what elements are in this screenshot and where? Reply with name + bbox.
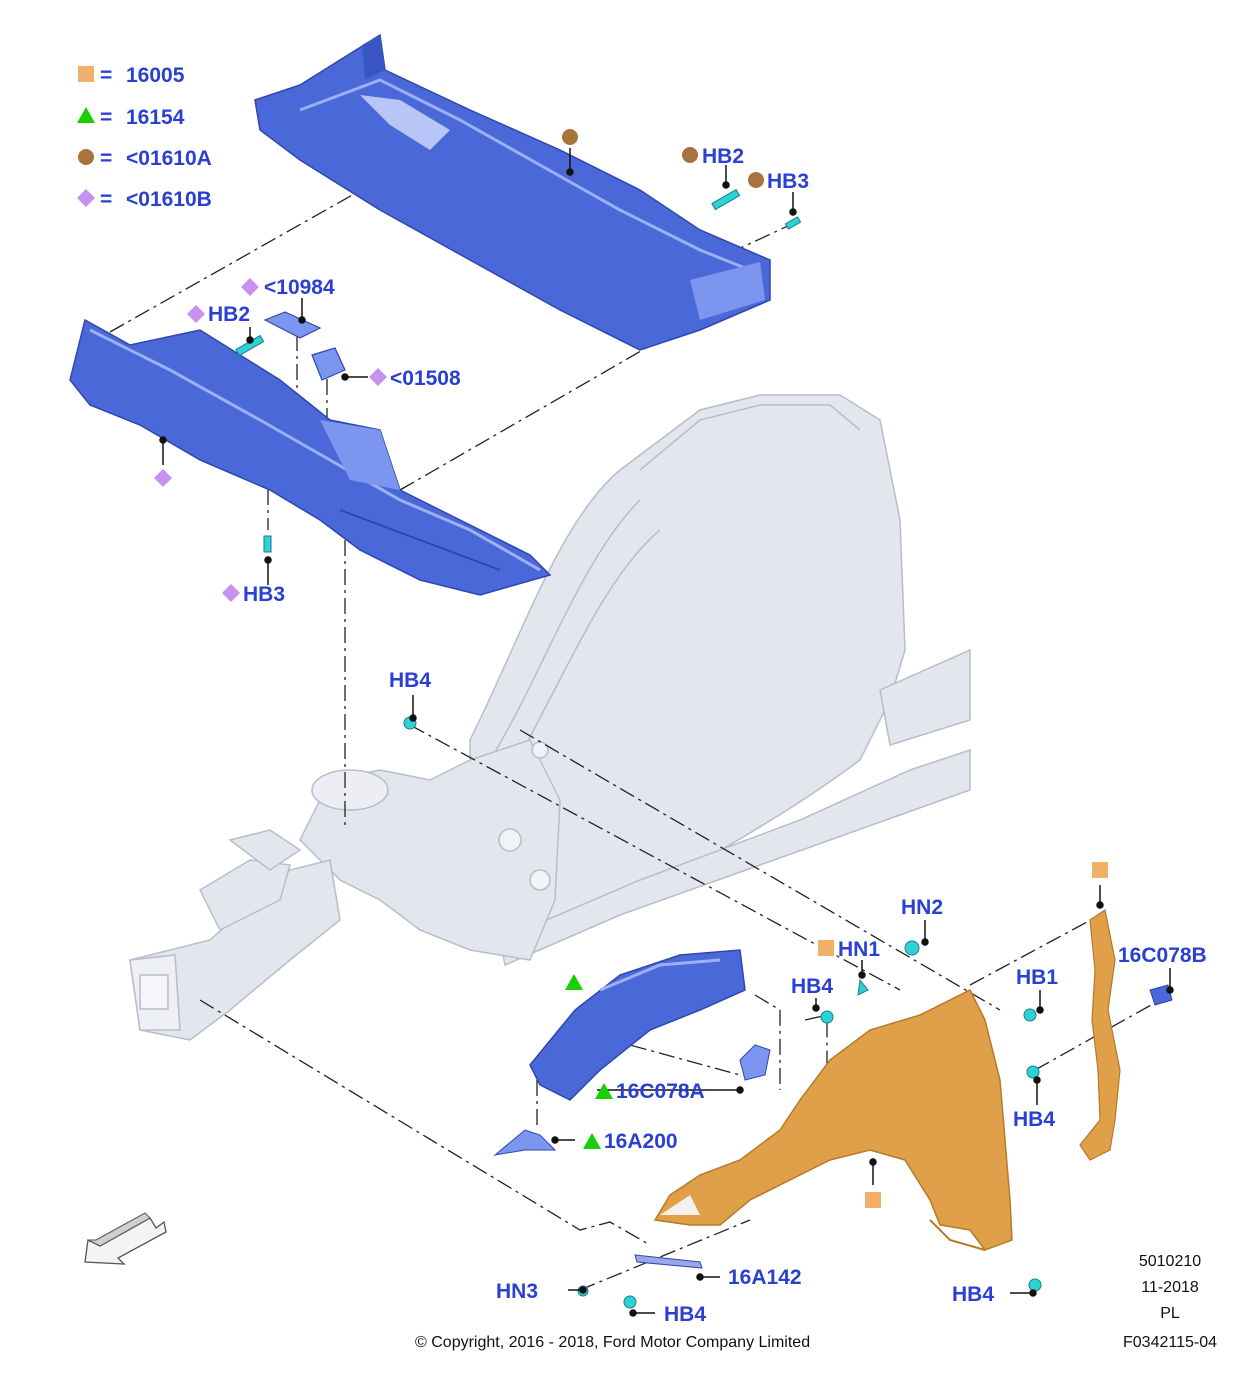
bolt-hb4-fender <box>1028 1278 1042 1292</box>
bolt-hb4-bottom <box>623 1295 637 1309</box>
bolt-hb1 <box>1023 1008 1037 1022</box>
diagram-date: 11-2018 <box>1141 1279 1199 1296</box>
legend-eq: = <box>100 106 112 129</box>
label-hn1: HN1 <box>838 938 880 961</box>
bolt-hb4-center <box>820 1010 834 1024</box>
legend-eq: = <box>100 188 112 211</box>
legend-item-01610b: <01610B <box>126 188 212 211</box>
vehicle-front-direction-arrow <box>84 1212 167 1265</box>
legend-eq: = <box>100 64 112 87</box>
legend-item-01610a: <01610A <box>126 147 212 170</box>
label-16a200: 16A200 <box>604 1130 678 1153</box>
marker-01610a <box>562 129 578 145</box>
marker-01610b <box>154 469 172 487</box>
marker-01610b <box>241 278 259 296</box>
label-hb4-bottom: HB4 <box>664 1303 706 1326</box>
bracket-16c078a <box>739 1044 771 1081</box>
label-10984: <10984 <box>264 276 335 299</box>
label-16c078b: 16C078B <box>1118 944 1207 967</box>
bolt-hb3-top <box>784 216 802 230</box>
legend-diamond-marker <box>77 189 95 207</box>
label-hb2-top: HB2 <box>702 145 744 168</box>
marker-01610b <box>369 368 387 386</box>
marker-16005 <box>818 940 834 956</box>
lower-cowl-panel <box>69 318 552 596</box>
small-brackets <box>263 311 346 381</box>
label-hn2: HN2 <box>901 896 943 919</box>
label-16c078a: 16C078A <box>616 1080 705 1103</box>
label-hn3: HN3 <box>496 1280 538 1303</box>
label-hb4-right: HB4 <box>1013 1108 1055 1131</box>
bolt-hb2-top <box>711 188 741 211</box>
body-structure <box>129 394 971 1041</box>
marker-01610b <box>187 305 205 323</box>
legend-square-marker <box>78 66 94 82</box>
label-hb4-fender: HB4 <box>952 1283 994 1306</box>
apron-reinforcement <box>493 949 771 1156</box>
fasteners <box>235 188 1042 1309</box>
legend-eq: = <box>100 147 112 170</box>
fender-bracket-16005 <box>1079 909 1121 1161</box>
nut-hn2 <box>904 940 920 956</box>
label-hb4-center: HB4 <box>791 975 833 998</box>
legend-circle-marker <box>78 149 94 165</box>
marker-16154 <box>565 974 583 990</box>
callout-pointers <box>159 148 1174 1317</box>
copyright-text: © Copyright, 2016 - 2018, Ford Motor Com… <box>415 1334 810 1351</box>
label-hb4-upper: HB4 <box>389 669 431 692</box>
bolt-hb4-right <box>1026 1065 1040 1079</box>
marker-01610b <box>222 584 240 602</box>
label-01508: <01508 <box>390 367 461 390</box>
label-hb3-mid: HB3 <box>243 583 285 606</box>
bolt-hb3-mid <box>263 535 272 553</box>
marker-01610a <box>748 172 764 188</box>
diagram-code: 5010210 <box>1139 1253 1201 1270</box>
callout-markers <box>154 129 1108 1208</box>
bracket-10984 <box>263 311 322 339</box>
legend-item-16005: 16005 <box>126 64 185 87</box>
marker-16005 <box>865 1192 881 1208</box>
legend-triangle-marker <box>77 107 95 123</box>
label-16a142: 16A142 <box>728 1266 802 1289</box>
bracket-01508 <box>311 347 346 381</box>
nut-hn1 <box>857 978 869 996</box>
label-hb1: HB1 <box>1016 966 1058 989</box>
label-hb2-mid: HB2 <box>208 303 250 326</box>
legend: = 16005 = 16154 = <01610A = <01610B <box>77 64 212 211</box>
label-hb3-top: HB3 <box>767 170 809 193</box>
bracket-16a200 <box>493 1129 557 1156</box>
marker-16154 <box>583 1133 601 1149</box>
legend-item-16154: 16154 <box>126 106 185 129</box>
front-fender <box>653 988 1013 1251</box>
marker-01610a <box>682 147 698 163</box>
callout-labels: HB2 HB3 <10984 HB2 <01508 HB3 HB4 HN2 HN… <box>208 145 1207 1326</box>
marker-16154 <box>595 1083 613 1099</box>
diagram-reference: F0342115-04 <box>1123 1334 1217 1351</box>
diagram-language: PL <box>1160 1305 1180 1322</box>
upper-cowl-panel <box>254 33 771 351</box>
trim-strip-16a142 <box>634 1254 703 1269</box>
marker-16005 <box>1092 862 1108 878</box>
